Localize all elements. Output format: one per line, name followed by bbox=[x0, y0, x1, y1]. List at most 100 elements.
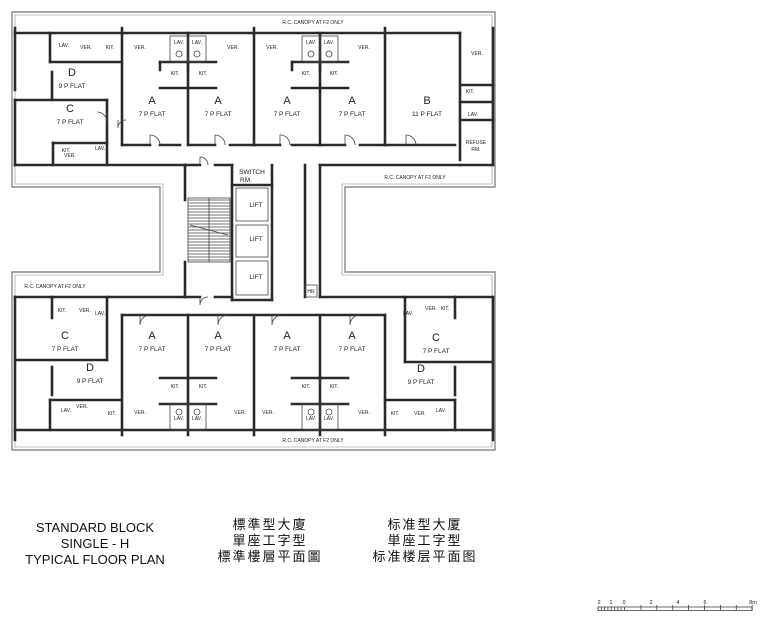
room-label-kitchen: KIT. bbox=[58, 308, 67, 314]
door-swing bbox=[117, 119, 127, 129]
room-label-kitchen: KIT. bbox=[466, 89, 475, 95]
room-label-kitchen: KIT. bbox=[391, 411, 400, 417]
room-label-lavatory: LAV. bbox=[174, 40, 184, 46]
door-swing bbox=[349, 314, 361, 326]
flat-type-label: A bbox=[148, 95, 156, 107]
lavatory bbox=[187, 403, 207, 431]
caption-english: STANDARD BLOCK SINGLE - H TYPICAL FLOOR … bbox=[20, 520, 170, 568]
caption-simplified-chinese: 标准型大厦 単座工字型 标准楼层平面图 bbox=[350, 518, 500, 566]
room-label-verandah: VER. bbox=[76, 404, 88, 410]
toilet-icon bbox=[325, 50, 333, 58]
room-label-verandah: VER. bbox=[471, 51, 483, 57]
flat-occupancy-label: 9 P FLAT bbox=[408, 379, 435, 386]
room-label-lavatory: LAV. bbox=[306, 416, 316, 422]
canopy-label: R.C. CANOPY AT F2 ONLY bbox=[384, 175, 446, 181]
hose-reel-label: HR bbox=[307, 289, 315, 295]
room-label-verandah: VER. bbox=[262, 410, 274, 416]
lift-car bbox=[235, 260, 269, 296]
door-swing bbox=[217, 314, 229, 326]
flat-occupancy-label: 11 P FLAT bbox=[412, 111, 442, 118]
room-label-verandah: VER. bbox=[414, 411, 426, 417]
lift-label: LIFT bbox=[249, 274, 262, 281]
room-label-verandah: VER. bbox=[64, 153, 76, 159]
lift-label: LIFT bbox=[249, 236, 262, 243]
switch-room-label: SWITCH bbox=[239, 169, 265, 176]
room-label-lavatory: LAV. bbox=[174, 416, 184, 422]
refuse-room-label: REFUSE bbox=[466, 140, 487, 146]
flat-type-label: D bbox=[68, 67, 76, 79]
scale-label: 2 bbox=[597, 600, 600, 606]
room-label-lavatory: LAV. bbox=[403, 311, 413, 317]
room-label-verandah: VER. bbox=[80, 45, 92, 51]
scale-label: 4 bbox=[676, 600, 679, 606]
room-label-kitchen: KIT. bbox=[302, 71, 311, 77]
room-label-lavatory: LAV. bbox=[95, 146, 105, 152]
room-label-kitchen: KIT. bbox=[171, 71, 180, 77]
flat-occupancy-label: 7 P FLAT bbox=[139, 346, 166, 353]
room-label-verandah: VER. bbox=[425, 306, 437, 312]
caption-line: TYPICAL FLOOR PLAN bbox=[25, 552, 165, 567]
flat-type-label: A bbox=[348, 330, 356, 342]
scale-label: 2 bbox=[649, 600, 652, 606]
room-label-verandah: VER. bbox=[134, 45, 146, 51]
door-swing bbox=[271, 314, 283, 326]
room-label-verandah: VER. bbox=[266, 45, 278, 51]
room-label-lavatory: LAV. bbox=[324, 40, 334, 46]
canopy-outline bbox=[11, 11, 496, 451]
scale-label: 1 bbox=[609, 600, 612, 606]
flat-type-label: C bbox=[432, 332, 440, 344]
flat-type-label: C bbox=[61, 330, 69, 342]
room-label-kitchen: KIT. bbox=[330, 71, 339, 77]
room-label-kitchen: KIT. bbox=[330, 384, 339, 390]
flat-occupancy-label: 7 P FLAT bbox=[339, 346, 366, 353]
caption-traditional-chinese: 標準型大廈 單座工字型 標準樓層平面圖 bbox=[195, 518, 345, 566]
flat-occupancy-label: 7 P FLAT bbox=[139, 111, 166, 118]
door-swing bbox=[405, 134, 417, 146]
room-label-lavatory: LAV. bbox=[59, 43, 69, 49]
lavatory bbox=[319, 403, 339, 431]
room-label-kitchen: KIT. bbox=[108, 411, 117, 417]
flat-occupancy-label: 7 P FLAT bbox=[339, 111, 366, 118]
lavatory bbox=[319, 35, 339, 63]
room-label-lavatory: LAV. bbox=[61, 408, 71, 414]
scale-label: 0 bbox=[622, 600, 625, 606]
room-label-kitchen: KIT. bbox=[171, 384, 180, 390]
flat-type-label: D bbox=[417, 363, 425, 375]
room-label-kitchen: KIT. bbox=[62, 148, 71, 154]
lift-label: LIFT bbox=[249, 202, 262, 209]
flat-occupancy-label: 7 P FLAT bbox=[274, 346, 301, 353]
lift-car bbox=[235, 187, 269, 222]
toilet-icon bbox=[193, 408, 201, 416]
room-label-kitchen: KIT. bbox=[199, 71, 208, 77]
room-label-verandah: VER. bbox=[227, 45, 239, 51]
canopy-label: R.C. CANOPY AT F2 ONLY bbox=[24, 284, 86, 290]
hose-reel-box bbox=[304, 284, 318, 298]
door-swing bbox=[149, 134, 161, 146]
flat-type-label: D bbox=[86, 362, 94, 374]
door-swing bbox=[214, 134, 226, 146]
room-label-lavatory: LAV. bbox=[436, 408, 446, 414]
flat-occupancy-label: 7 P FLAT bbox=[274, 111, 301, 118]
flat-occupancy-label: 7 P FLAT bbox=[205, 111, 232, 118]
flat-type-label: A bbox=[283, 95, 291, 107]
scale-label: 6 bbox=[703, 600, 706, 606]
caption-line: SINGLE - H bbox=[60, 536, 130, 551]
flat-occupancy-label: 7 P FLAT bbox=[52, 346, 79, 353]
caption-line: 标准楼层平面图 bbox=[372, 550, 478, 565]
lift-car bbox=[235, 224, 269, 258]
toilet-icon bbox=[307, 50, 315, 58]
flat-type-label: A bbox=[283, 330, 291, 342]
caption-line: 単座工字型 bbox=[387, 534, 463, 549]
flat-occupancy-label: 7 P FLAT bbox=[205, 346, 232, 353]
room-label-kitchen: KIT. bbox=[302, 384, 311, 390]
toilet-icon bbox=[175, 408, 183, 416]
room-label-lavatory: LAV. bbox=[324, 416, 334, 422]
canopy-label: R.C. CANOPY AT F2 ONLY bbox=[282, 438, 344, 444]
caption-line: 單座工字型 bbox=[232, 534, 308, 549]
flat-occupancy-label: 7 P FLAT bbox=[57, 119, 84, 126]
room-label-kitchen: KIT. bbox=[199, 384, 208, 390]
canopy-label: R.C. CANOPY AT F2 ONLY bbox=[282, 20, 344, 26]
room-label-lavatory: LAV. bbox=[306, 40, 316, 46]
